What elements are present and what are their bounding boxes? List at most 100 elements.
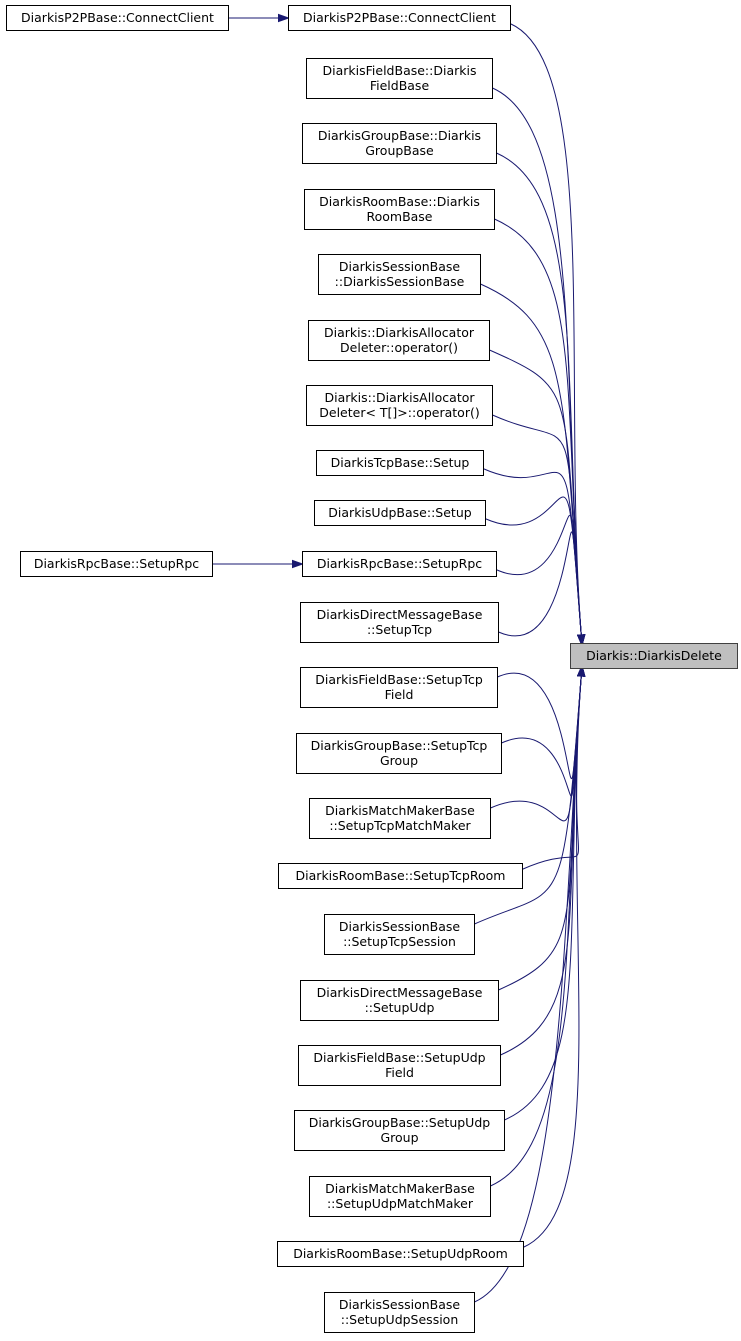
node-box [20, 551, 213, 577]
node-label: RoomBase [366, 209, 432, 224]
caller-node[interactable]: DiarkisRpcBase::SetupRpc [302, 551, 497, 577]
edge-path [501, 674, 582, 797]
caller-node[interactable]: DiarkisMatchMakerBase::SetupTcpMatchMake… [309, 798, 491, 839]
caller-node[interactable]: Diarkis::DiarkisAllocatorDeleter::operat… [308, 320, 490, 361]
caller-node[interactable]: DiarkisSessionBase::SetupUdpSession [324, 1292, 475, 1333]
edge-path [480, 283, 582, 637]
node-label: DiarkisSessionBase [339, 1297, 461, 1312]
node-label: DiarkisMatchMakerBase [325, 803, 475, 818]
node-box [306, 58, 493, 99]
node-box [316, 450, 484, 476]
caller-node[interactable]: DiarkisMatchMakerBase::SetupUdpMatchMake… [309, 1176, 491, 1217]
node-label: DiarkisRpcBase::SetupRpc [317, 556, 482, 571]
edge-path [510, 23, 582, 637]
node-label: DiarkisDirectMessageBase [317, 607, 483, 622]
caller-node[interactable]: DiarkisP2PBase::ConnectClient [6, 5, 229, 31]
node-box [309, 798, 491, 839]
node-label: DiarkisSessionBase [339, 919, 461, 934]
call-edge [510, 23, 586, 647]
caller-node[interactable]: DiarkisRoomBase::SetupUdpRoom [277, 1241, 524, 1267]
node-label: Diarkis::DiarkisAllocator [324, 325, 475, 340]
node-label: DiarkisFieldBase::Diarkis [323, 63, 477, 78]
caller-node[interactable]: DiarkisGroupBase::DiarkisGroupBase [302, 123, 497, 164]
caller-node[interactable]: DiarkisUdpBase::Setup [314, 500, 486, 526]
caller-node[interactable]: DiarkisSessionBase::SetupTcpSession [324, 914, 475, 955]
node-label: ::SetupTcpMatchMaker [329, 818, 471, 833]
node-box [294, 1110, 505, 1151]
node-label: DiarkisGroupBase::Diarkis [318, 128, 481, 143]
node-box [300, 667, 498, 708]
node-label: ::SetupUdp [365, 1000, 435, 1015]
caller-node[interactable]: DiarkisDirectMessageBase::SetupUdp [300, 980, 499, 1021]
caller-node[interactable]: DiarkisRoomBase::DiarkisRoomBase [304, 189, 495, 230]
node-box [288, 5, 511, 31]
caller-node[interactable]: DiarkisP2PBase::ConnectClient [288, 5, 511, 31]
edge-path [523, 674, 582, 1248]
node-box [324, 1292, 475, 1333]
node-box [298, 1045, 501, 1086]
node-label: ::SetupTcpSession [343, 934, 456, 949]
node-label: DiarkisTcpBase::Setup [331, 455, 470, 470]
caller-node[interactable]: DiarkisTcpBase::Setup [316, 450, 484, 476]
node-label: DiarkisRoomBase::SetupTcpRoom [296, 868, 506, 883]
caller-node[interactable]: DiarkisSessionBase::DiarkisSessionBase [318, 254, 481, 295]
call-edge [500, 664, 586, 1056]
edge-path [485, 496, 582, 637]
edge-path [496, 514, 582, 637]
call-edge [490, 664, 586, 1187]
edge-path [474, 674, 582, 1303]
node-label: Group [380, 753, 418, 768]
caller-node[interactable]: DiarkisDirectMessageBase::SetupTcp [300, 602, 499, 643]
caller-node[interactable]: DiarkisRpcBase::SetupRpc [20, 551, 213, 577]
edge-path [490, 674, 582, 1187]
node-label: DiarkisSessionBase [339, 259, 461, 274]
call-edge [497, 664, 586, 780]
call-edge [504, 664, 586, 1121]
node-label: Field [385, 687, 414, 702]
edge-path [498, 674, 582, 991]
node-label: DiarkisDirectMessageBase [317, 985, 483, 1000]
target-node: Diarkis::DiarkisDelete [570, 643, 738, 669]
node-label: DiarkisGroupBase::SetupTcp [311, 738, 488, 753]
node-box [309, 1176, 491, 1217]
caller-node[interactable]: DiarkisFieldBase::DiarkisFieldBase [306, 58, 493, 99]
node-box [277, 1241, 524, 1267]
edge-path [494, 218, 582, 637]
node-box [324, 914, 475, 955]
call-edge [492, 87, 586, 647]
node-label: GroupBase [365, 143, 434, 158]
node-box [278, 863, 523, 889]
node-box [300, 980, 499, 1021]
caller-node[interactable]: DiarkisRoomBase::SetupTcpRoom [278, 863, 523, 889]
node-label: ::DiarkisSessionBase [335, 274, 465, 289]
node-label: ::SetupTcp [367, 622, 432, 637]
node-label: Deleter< T[]>::operator() [319, 405, 479, 420]
arrowhead-icon [577, 664, 586, 677]
node-label: FieldBase [370, 78, 430, 93]
node-label: DiarkisRpcBase::SetupRpc [34, 556, 199, 571]
call-graph-edges [212, 13, 586, 1303]
node-box [302, 551, 497, 577]
node-label: DiarkisFieldBase::SetupUdp [313, 1050, 485, 1065]
call-edge [474, 664, 586, 1303]
node-label: DiarkisP2PBase::ConnectClient [21, 10, 214, 25]
node-box [6, 5, 229, 31]
node-label: DiarkisMatchMakerBase [325, 1181, 475, 1196]
node-box [308, 320, 490, 361]
edge-path [498, 531, 582, 637]
node-box [306, 385, 493, 426]
node-label: Diarkis::DiarkisAllocator [324, 390, 475, 405]
node-label: DiarkisFieldBase::SetupTcp [315, 672, 483, 687]
node-box [302, 123, 497, 164]
edge-path [497, 672, 582, 780]
edge-path [490, 674, 582, 822]
call-graph-nodes: DiarkisP2PBase::ConnectClient DiarkisP2PB… [6, 5, 738, 1333]
arrowhead-icon [278, 13, 291, 23]
arrowhead-icon [577, 634, 586, 647]
